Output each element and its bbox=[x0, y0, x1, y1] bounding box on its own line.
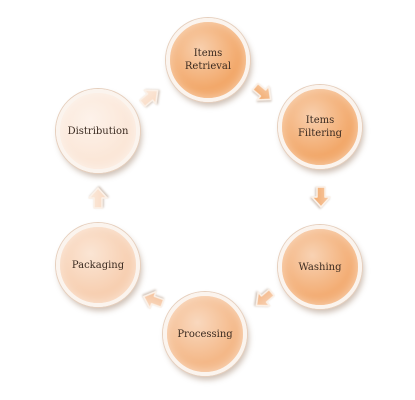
processing-node: Processing bbox=[163, 292, 247, 376]
washing-label: Washing bbox=[298, 261, 342, 273]
arrow-distribution-to-retrieval-icon bbox=[135, 82, 165, 111]
arrow-retrieval-to-filtering-icon bbox=[248, 78, 278, 107]
packaging-label: Packaging bbox=[71, 259, 125, 271]
items-retrieval-label: Items Retrieval bbox=[184, 48, 232, 72]
arrow-packaging-to-distribution-icon bbox=[88, 187, 108, 209]
arrow-processing-to-packaging-icon bbox=[139, 287, 167, 313]
items-retrieval-node: Items Retrieval bbox=[166, 18, 250, 102]
distribution-node: Distribution bbox=[56, 89, 140, 173]
distribution-label: Distribution bbox=[67, 125, 129, 137]
washing-node: Washing bbox=[278, 225, 362, 309]
arrow-washing-to-processing-icon bbox=[249, 284, 279, 313]
arrow-filtering-to-washing-icon bbox=[311, 186, 331, 208]
items-filtering-node: Items Filtering bbox=[278, 85, 362, 169]
items-filtering-label: Items Filtering bbox=[297, 115, 343, 139]
processing-label: Processing bbox=[177, 328, 233, 340]
packaging-node: Packaging bbox=[56, 223, 140, 307]
